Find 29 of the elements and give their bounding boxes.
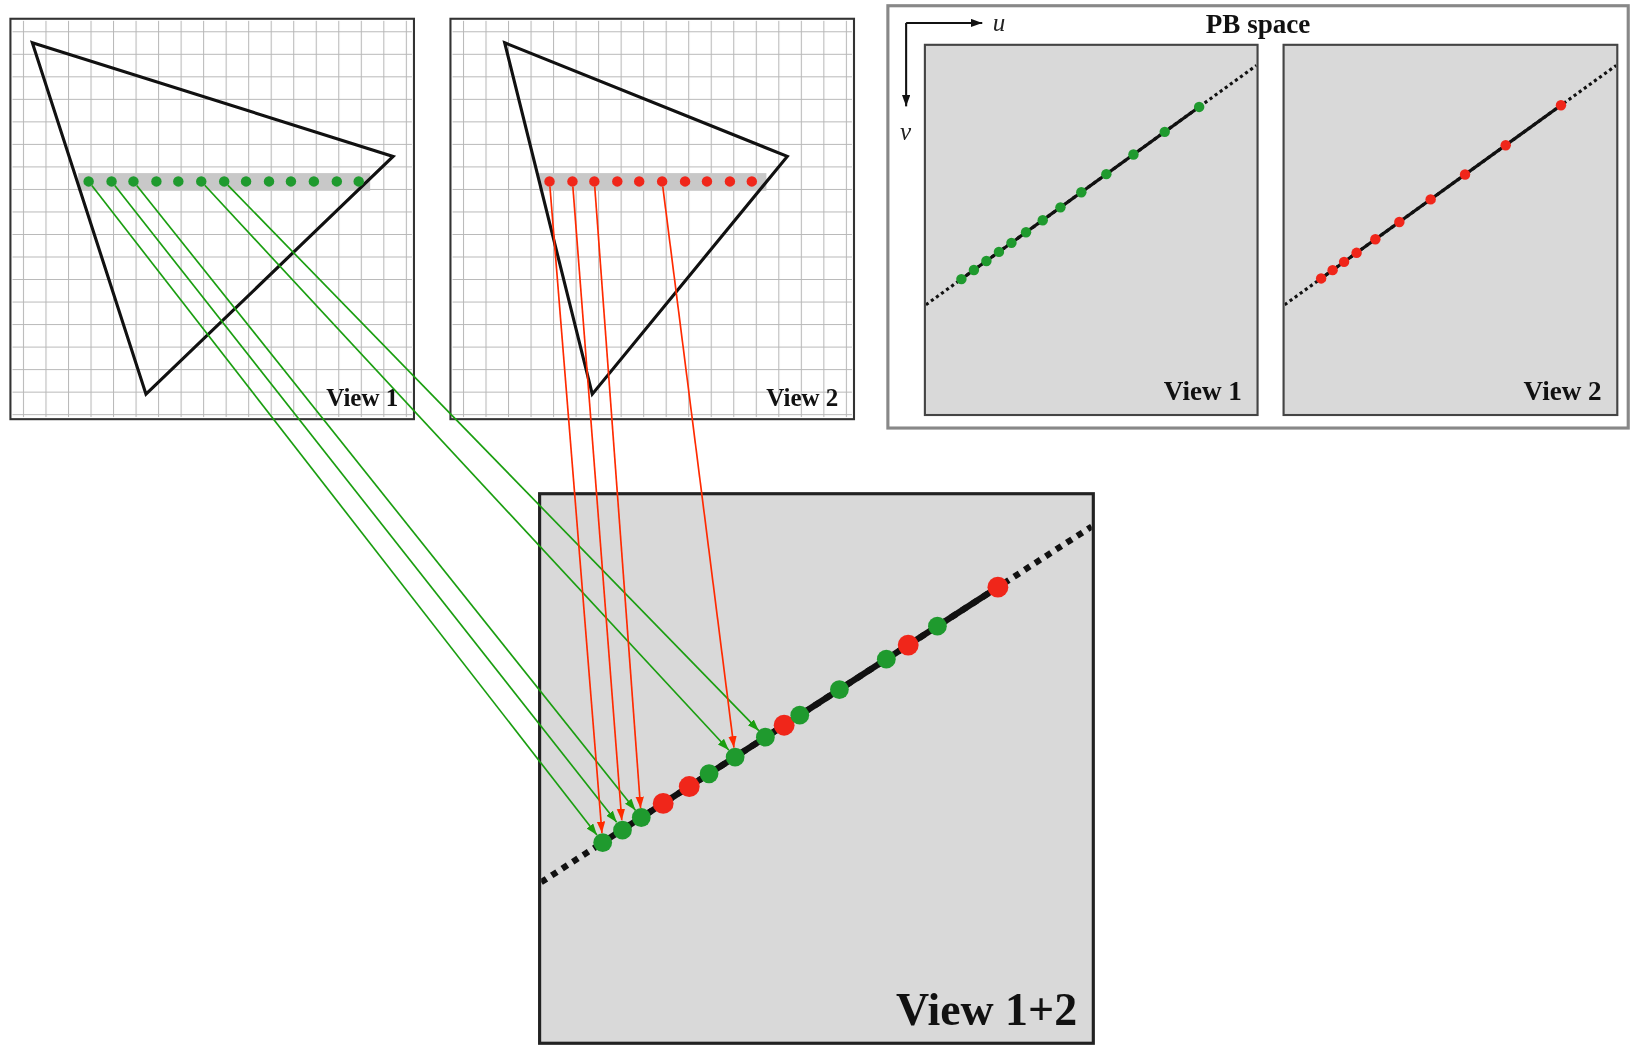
sample-dot (567, 176, 578, 187)
axis-label: u (992, 10, 1006, 36)
panel-title: View 2 (766, 384, 839, 410)
sample-dot (656, 176, 668, 187)
combined-view-panel (538, 492, 1095, 1045)
arrow (593, 185, 644, 809)
panel-title: PB space (1205, 11, 1311, 39)
pb-space-panel (886, 4, 1630, 430)
panel-title: View 1 (326, 384, 399, 410)
arrow (572, 185, 626, 822)
sample-dot (593, 833, 613, 852)
sample-dot (631, 808, 651, 827)
sample-dot (589, 176, 600, 187)
panel-title: View 2 (1523, 378, 1602, 406)
sample-dot (106, 176, 117, 187)
sample-dot (83, 176, 94, 187)
pb-view-panel (923, 43, 1259, 417)
sample-dot (756, 728, 775, 747)
sample-dot (544, 176, 555, 187)
sample-dot (196, 176, 207, 187)
sample-dot (218, 176, 230, 187)
arrow (549, 185, 606, 834)
pb-view-panel (1282, 43, 1619, 417)
arrow (661, 185, 737, 749)
sample-dot (613, 820, 632, 840)
sample-dot (128, 176, 139, 187)
axis-label: v (899, 118, 911, 144)
panel-title: View 1 (1163, 378, 1242, 406)
panel-title: View 1+2 (895, 987, 1078, 1034)
